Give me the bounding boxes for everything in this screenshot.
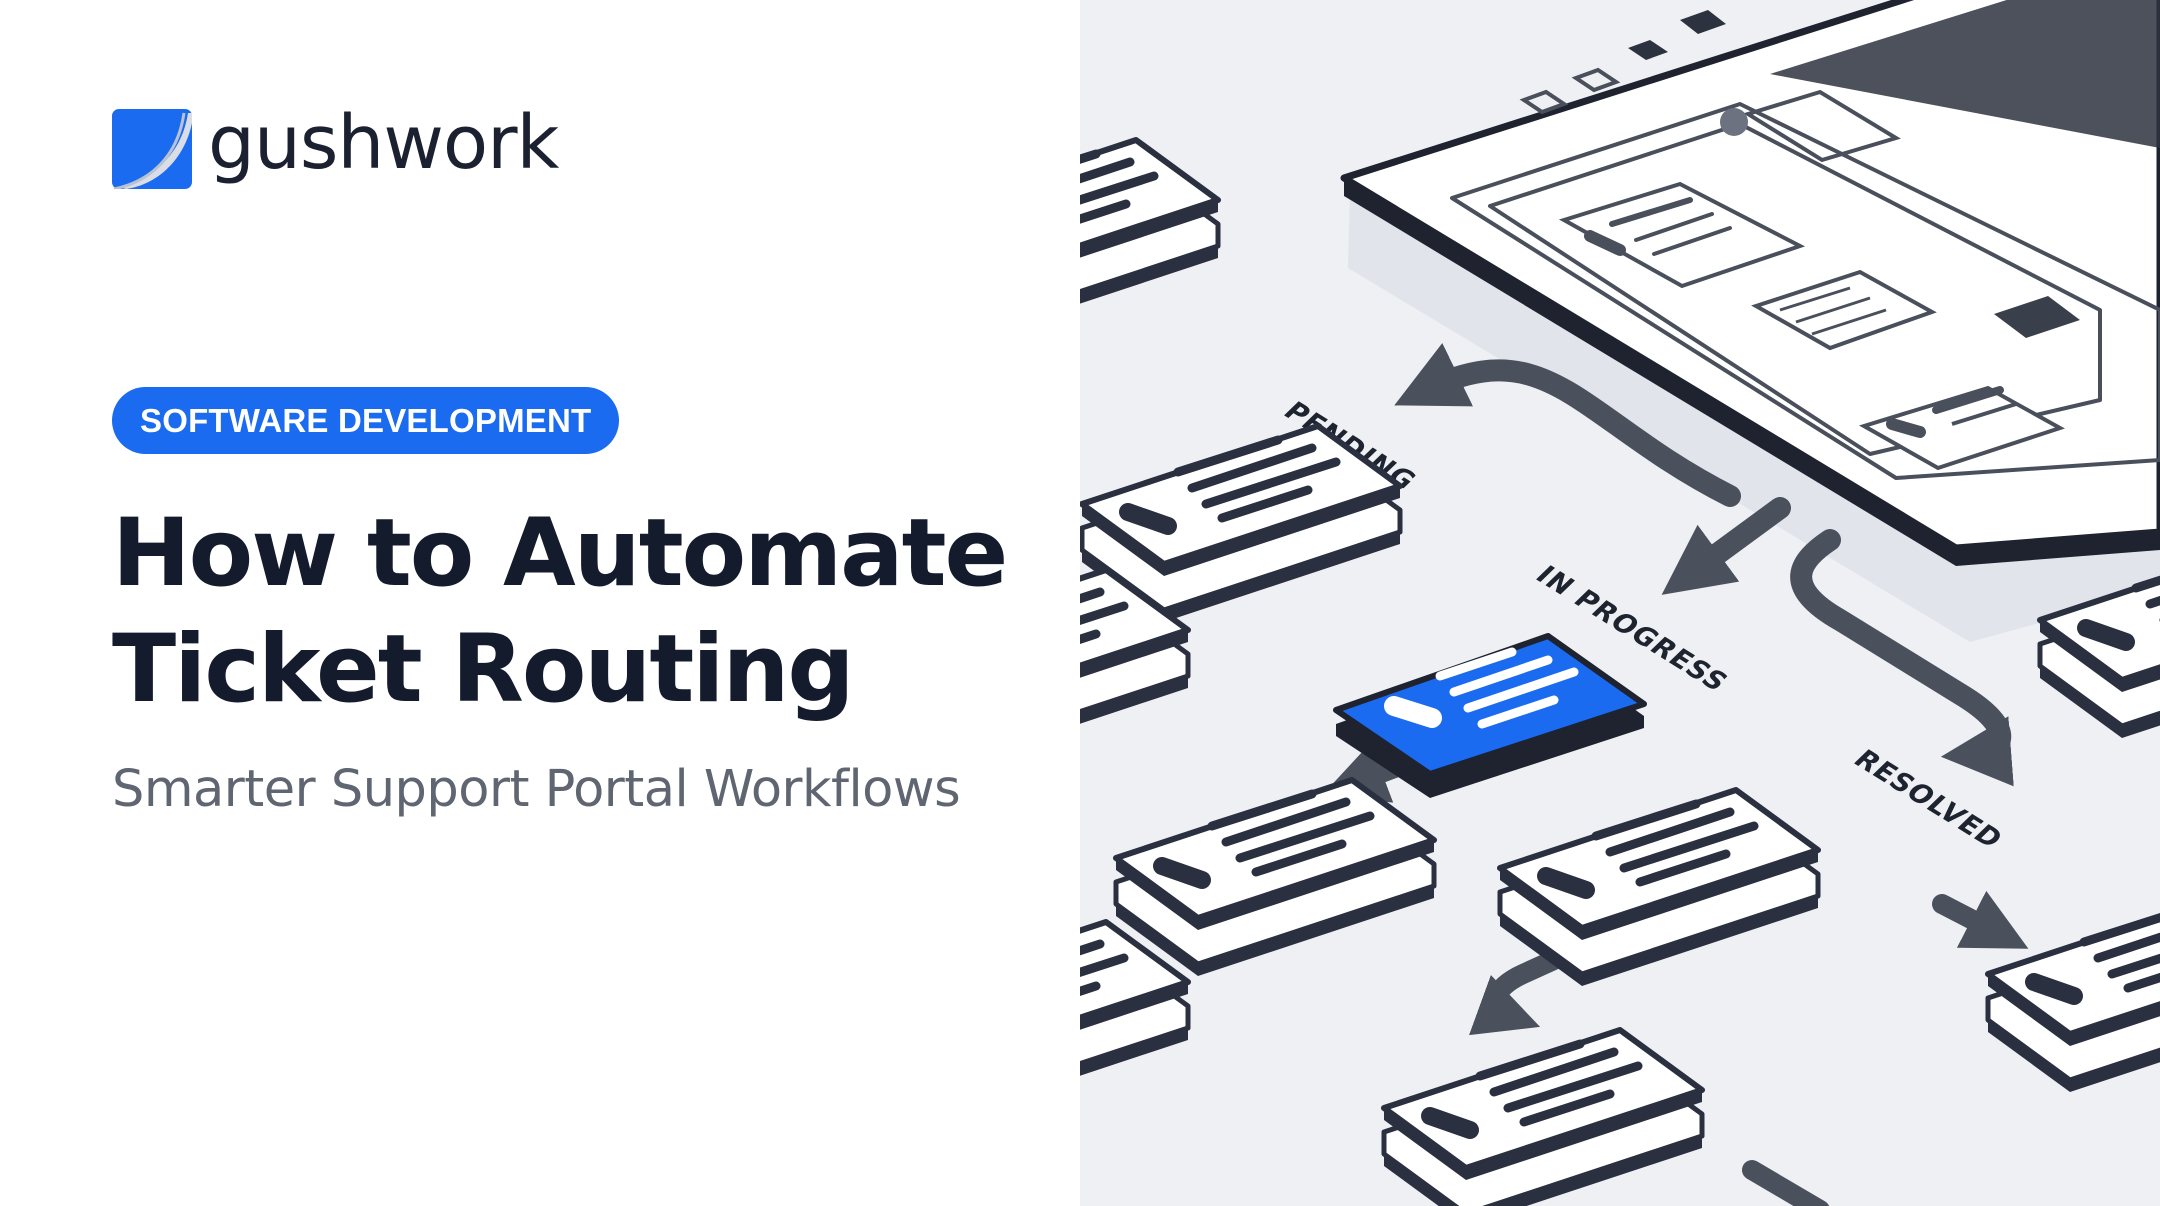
category-badge[interactable]: SOFTWARE DEVELOPMENT [112,387,620,454]
ticket-card-top-left [1080,140,1218,336]
ticket-card-in-progress [1333,633,1647,798]
page-subtitle: Smarter Support Portal Workflows [112,760,961,819]
workflow-diagram: PENDING IN PROGRESS RESOLVED [1080,0,2160,1206]
ticket-card-bottom-left [1116,780,1434,976]
title-line-2: Ticket Routing [112,615,855,724]
title-line-1: How to Automate [112,499,1008,608]
brand-logo[interactable]: gushwork [112,100,559,192]
ticket-card-bottom-center [1384,1030,1702,1206]
ticket-card-resolved [1500,790,1818,986]
brand-square-icon [112,109,192,189]
routing-illustration: PENDING IN PROGRESS RESOLVED [1080,0,2160,1206]
hero-panel: gushwork SOFTWARE DEVELOPMENT How to Aut… [112,100,1052,819]
portal-window [1340,0,2160,642]
page-title: How to Automate Ticket Routing [112,496,1052,728]
ticket-card-right-bottom [1988,896,2160,1092]
brand-name: gushwork [208,100,559,186]
